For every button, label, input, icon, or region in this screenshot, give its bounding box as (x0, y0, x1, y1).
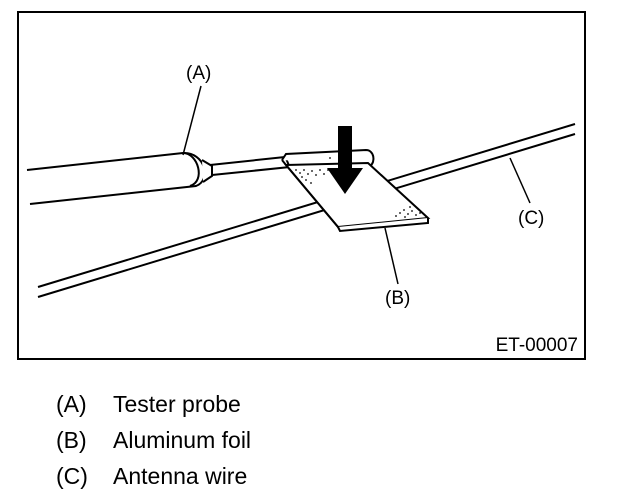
press-down-arrow-icon (327, 126, 363, 194)
callout-a: (A) (186, 63, 211, 84)
figure-frame (17, 11, 586, 360)
figure-code: ET-00007 (496, 335, 578, 356)
leader-lines (182, 85, 531, 285)
legend-text: Aluminum foil (113, 427, 252, 453)
aluminum-foil (281, 148, 431, 233)
antenna-wire (37, 123, 576, 298)
legend-item-c: (C) Antenna wire (56, 458, 251, 494)
callout-b: (B) (385, 288, 410, 309)
callout-c: (C) (518, 208, 544, 229)
legend-item-a: (A) Tester probe (56, 386, 251, 422)
legend-item-b: (B) Aluminum foil (56, 422, 251, 458)
tester-probe (26, 151, 291, 205)
legend-key: (C) (56, 463, 88, 489)
legend-key: (B) (56, 427, 87, 453)
legend-text: Tester probe (113, 391, 241, 417)
legend-key: (A) (56, 391, 87, 417)
legend-text: Antenna wire (113, 463, 248, 489)
legend: (A) Tester probe (B) Aluminum foil (C) A… (56, 386, 251, 494)
